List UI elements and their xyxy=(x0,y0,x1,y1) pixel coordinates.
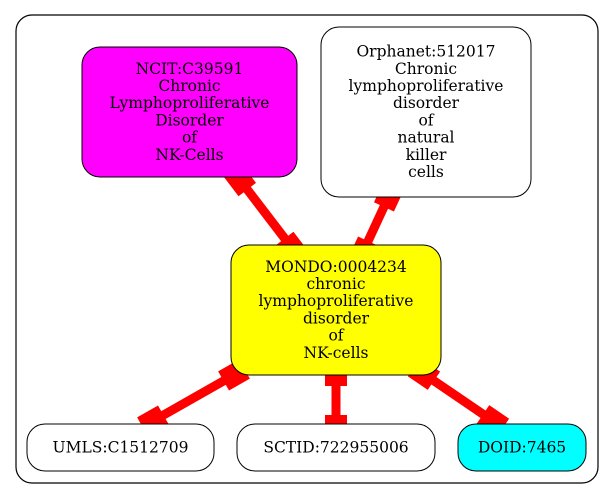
node-label-line: Chronic xyxy=(158,77,220,95)
node-box xyxy=(320,26,532,198)
node-label-line: MONDO:0004234 xyxy=(265,258,407,276)
node-label-line: disorder xyxy=(303,309,370,327)
node-label-line: killer xyxy=(406,146,447,164)
node-sctid[interactable]: SCTID:722955006 xyxy=(236,423,436,472)
node-box xyxy=(230,244,442,376)
node-label-line: NK-cells xyxy=(304,344,369,362)
edge-line xyxy=(236,177,296,251)
node-doid[interactable]: DOID:7465 xyxy=(457,423,587,472)
node-label-line: disorder xyxy=(393,94,460,112)
node-label-line: of xyxy=(418,111,434,129)
node-label-line: NCIT:C39591 xyxy=(136,60,244,78)
node-box xyxy=(26,423,215,472)
node-label-line: NK-Cells xyxy=(155,146,223,164)
node-orphanet[interactable]: Orphanet:512017Chroniclymphoproliferativ… xyxy=(320,26,532,198)
edge-line xyxy=(150,371,237,425)
node-label-line: Lymphoproliferative xyxy=(110,94,270,112)
node-label-line: lymphoproliferative xyxy=(259,292,414,310)
cluster-border xyxy=(15,14,599,484)
node-label-line: of xyxy=(182,129,198,147)
node-label-line: Orphanet:512017 xyxy=(356,43,495,61)
node-label-line: UMLS:C1512709 xyxy=(53,438,189,456)
node-label-line: of xyxy=(328,327,344,345)
node-box xyxy=(457,423,587,472)
node-label-line: Disorder xyxy=(155,111,224,129)
node-label-line: cells xyxy=(408,163,444,181)
node-box xyxy=(236,423,436,472)
edge-line xyxy=(421,370,496,425)
node-label-line: SCTID:722955006 xyxy=(263,438,408,456)
node-label-line: natural xyxy=(397,129,454,147)
node-box xyxy=(81,46,298,178)
node-umls[interactable]: UMLS:C1512709 xyxy=(26,423,215,472)
node-label-line: DOID:7465 xyxy=(478,438,566,456)
node-ncit[interactable]: NCIT:C39591ChronicLymphoproliferativeDis… xyxy=(81,46,298,178)
node-label-line: Chronic xyxy=(395,60,457,78)
node-mondo[interactable]: MONDO:0004234chroniclymphoproliferatived… xyxy=(230,244,442,376)
nodes-layer: NCIT:C39591ChronicLymphoproliferativeDis… xyxy=(26,26,587,472)
node-label-line: lymphoproliferative xyxy=(349,77,504,95)
node-label-line: chronic xyxy=(306,275,365,293)
